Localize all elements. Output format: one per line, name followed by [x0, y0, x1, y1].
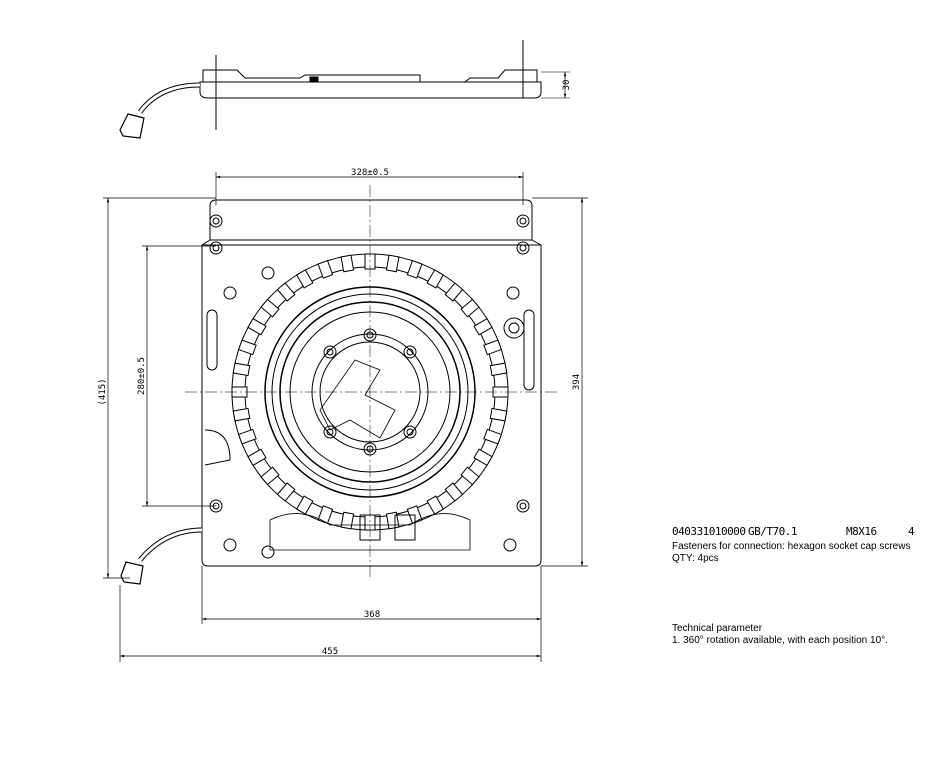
bom-qty-line: QTY: 4pcs	[672, 553, 719, 564]
bom-standard: GB/T70.1	[748, 525, 797, 538]
dim-height-side: 30	[562, 80, 572, 91]
ring-tooth	[295, 269, 314, 289]
mounting-hole	[519, 502, 527, 510]
mounting-hole	[212, 244, 220, 252]
dim-hole-spacing-y: 280±0.5	[137, 357, 147, 395]
ring-tooth	[232, 407, 251, 422]
dim-plate-width: 368	[364, 610, 380, 620]
mounting-hole	[406, 348, 414, 356]
ring-tooth	[317, 259, 334, 279]
mounting-hole	[212, 217, 220, 225]
mounting-hole	[403, 425, 417, 439]
ring-tooth	[276, 282, 296, 302]
mounting-hole	[326, 348, 334, 356]
ring-tooth	[460, 298, 480, 318]
mounting-hole	[519, 217, 527, 225]
ring-tooth	[260, 298, 280, 318]
ring-tooth	[473, 317, 493, 336]
ring-tooth	[483, 428, 503, 445]
ring-tooth	[247, 448, 267, 467]
mounting-hole	[516, 499, 530, 513]
mounting-hole	[323, 345, 337, 359]
ring-tooth	[460, 466, 480, 486]
ring-tooth	[237, 428, 257, 445]
ring-tooth	[247, 317, 267, 336]
ring-tooth	[406, 259, 423, 279]
bom-row: 040331010000 GB/T70.1 M8X16 4	[672, 525, 915, 538]
ring-tooth	[489, 362, 508, 377]
ring-tooth	[426, 269, 445, 289]
ring-tooth	[426, 495, 445, 515]
mounting-hole	[403, 345, 417, 359]
dim-overall-height: (415)	[98, 378, 108, 405]
mounting-hole	[209, 241, 223, 255]
bom-code: 040331010000	[672, 525, 746, 538]
ring-tooth	[232, 362, 251, 377]
bom-description: Fasteners for connection: hexagon socket…	[672, 541, 911, 552]
mounting-hole	[516, 241, 530, 255]
mounting-hole	[323, 425, 337, 439]
ring-tooth	[276, 482, 296, 502]
ring-tooth	[385, 254, 400, 273]
mounting-hole	[209, 214, 223, 228]
bom-qty: 4	[908, 525, 915, 538]
ring-tooth	[489, 407, 508, 422]
dim-plate-height: 394	[572, 374, 582, 390]
ring-tooth	[340, 254, 355, 273]
tech-title: Technical parameter	[672, 623, 763, 634]
dim-hole-spacing-x: 328±0.5	[351, 168, 389, 178]
top-view	[120, 185, 560, 585]
ring-tooth	[473, 448, 493, 467]
tech-item-1: 1. 360° rotation available, with each po…	[672, 635, 888, 646]
mounting-hole	[519, 244, 527, 252]
ring-tooth	[483, 339, 503, 356]
mounting-hole	[516, 214, 530, 228]
side-view	[119, 40, 570, 139]
dimension-lines	[103, 172, 588, 662]
ring-tooth	[444, 482, 464, 502]
dim-overall-width: 455	[322, 647, 338, 657]
ring-tooth	[237, 339, 257, 356]
ring-tooth	[317, 505, 334, 525]
ring-tooth	[444, 282, 464, 302]
ring-tooth	[340, 511, 355, 530]
mounting-hole	[406, 428, 414, 436]
ring-tooth	[295, 495, 314, 515]
bom-spec: M8X16	[846, 525, 877, 538]
ring-tooth	[260, 466, 280, 486]
mounting-hole	[326, 428, 334, 436]
notes: 040331010000 GB/T70.1 M8X16 4 Fasteners …	[672, 525, 915, 647]
